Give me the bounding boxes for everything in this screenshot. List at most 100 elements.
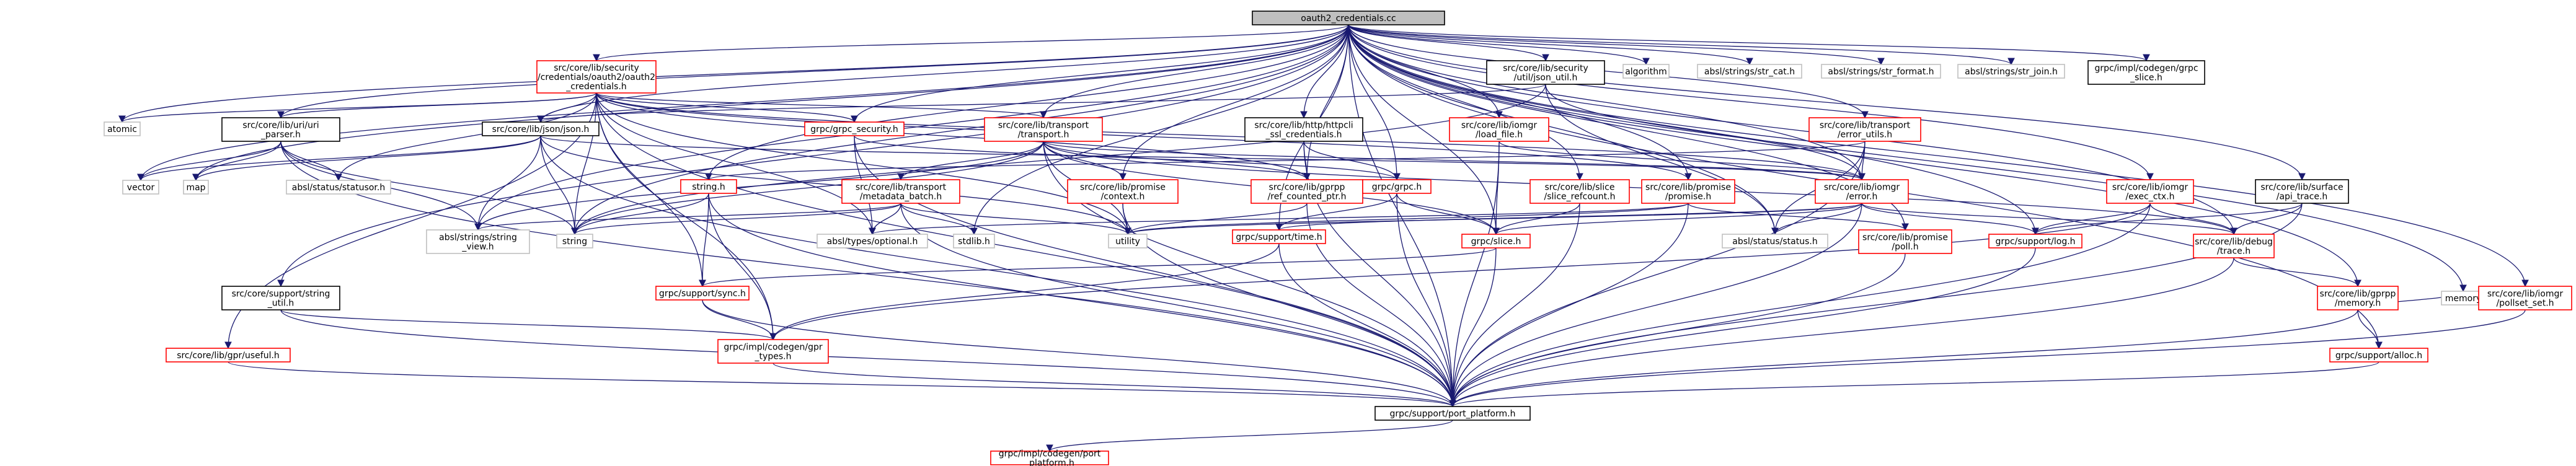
- node-refcounted[interactable]: src/core/lib/gprpp/ref_counted_ptr.h: [1250, 179, 1363, 204]
- node-gprtypes[interactable]: grpc/impl/codegen/gpr_types.h: [717, 339, 829, 364]
- node-box: [2329, 348, 2428, 363]
- edge-execctx-to-portplatform: [1449, 203, 2151, 408]
- edge-root-to-promiseh: [1348, 24, 1692, 181]
- edge-timeh-to-gprtypes: [769, 243, 1280, 341]
- node-stringh[interactable]: string.h: [680, 179, 737, 194]
- edge-grpcsecurity-to-grpch: [854, 135, 1401, 181]
- edge-root-to-transporth: [1040, 24, 1349, 119]
- node-metadatabatch[interactable]: src/core/lib/transport/metadata_batch.h: [841, 179, 960, 204]
- node-algorithm: algorithm: [1622, 64, 1670, 79]
- node-loadfile[interactable]: src/core/lib/iomgr/load_file.h: [1449, 117, 1549, 142]
- node-oauth2h[interactable]: src/core/lib/security/credentials/oauth2…: [536, 60, 657, 94]
- node-errorutils[interactable]: src/core/lib/transport/error_utils.h: [1808, 117, 1921, 142]
- edge-uriparser-to-vector: [137, 141, 281, 182]
- node-label: src/core/lib/promise: [1862, 233, 1948, 243]
- node-label: absl/strings/str_cat.h: [1704, 67, 1795, 77]
- edge-stringh-to-gprtypes: [708, 193, 777, 341]
- edge-root-to-slicerefcount: [1348, 24, 1583, 181]
- node-uriparser[interactable]: src/core/lib/uri/uri_parser.h: [221, 117, 340, 142]
- node-jsonh[interactable]: src/core/lib/json/json.h: [482, 121, 600, 136]
- node-debugtrace[interactable]: src/core/lib/debug/trace.h: [2193, 234, 2275, 258]
- node-pollsetset[interactable]: src/core/lib/iomgr/pollset_set.h: [2478, 286, 2572, 310]
- node-label: grpc/impl/codegen/port: [999, 449, 1101, 459]
- node-box: [1957, 64, 2065, 79]
- node-label: absl/status/statusor.h: [292, 183, 385, 193]
- edge-metadatabatch-to-portplatform: [900, 203, 1456, 408]
- edge-root-to-vector: [137, 24, 1349, 182]
- node-codegenport[interactable]: grpc/impl/codegen/port_platform.h: [990, 449, 1109, 466]
- node-label: src/core/lib/iomgr: [1824, 183, 1900, 193]
- node-label: src/core/support/string: [232, 289, 330, 299]
- node-apitrace[interactable]: src/core/lib/surface/api_trace.h: [2255, 179, 2349, 204]
- node-label: /exec_ctx.h: [2125, 192, 2174, 202]
- node-box: [1250, 179, 1363, 204]
- node-slicerefcount[interactable]: src/core/lib/slice/slice_refcount.h: [1529, 179, 1630, 204]
- node-pollh[interactable]: src/core/lib/promise/poll.h: [1858, 229, 1952, 254]
- node-execctx[interactable]: src/core/lib/iomgr/exec_ctx.h: [2106, 179, 2194, 204]
- node-errorh[interactable]: src/core/lib/iomgr/error.h: [1815, 179, 1909, 204]
- node-portplatform[interactable]: grpc/support/port_platform.h: [1374, 406, 1531, 421]
- edge-uriparser-to-string: [280, 141, 578, 235]
- node-memory: memory: [2441, 291, 2485, 306]
- edge-jsonutil-to-jsonh: [537, 84, 1546, 123]
- edge-errorh-to-debugtrace: [1861, 203, 2237, 235]
- node-box: [122, 180, 159, 195]
- edge-root-to-errorutils: [1348, 24, 1869, 119]
- node-label: src/core/lib/promise: [1080, 183, 1166, 193]
- node-supportstring[interactable]: src/core/support/string_util.h: [221, 286, 340, 310]
- node-grpcsecurity[interactable]: grpc/grpc_security.h: [804, 121, 905, 136]
- node-transporth[interactable]: src/core/lib/transport/transport.h: [984, 117, 1103, 142]
- node-label: absl/strings/string: [439, 233, 517, 243]
- node-box: [984, 117, 1103, 142]
- node-box: [2317, 286, 2399, 310]
- node-synch[interactable]: grpc/support/sync.h: [655, 286, 750, 301]
- node-box: [1486, 60, 1605, 85]
- node-promiseh[interactable]: src/core/lib/promise/promise.h: [1641, 179, 1735, 204]
- node-codegenslice[interactable]: grpc/impl/codegen/grpc_slice.h: [2087, 60, 2205, 85]
- node-sliceh[interactable]: grpc/slice.h: [1461, 234, 1531, 248]
- node-box: [2087, 60, 2205, 85]
- node-label: absl/status/status.h: [1732, 237, 1817, 247]
- node-label: /error_utils.h: [1838, 130, 1892, 140]
- dependency-edges: [118, 24, 2529, 452]
- node-timeh[interactable]: grpc/support/time.h: [1232, 229, 1326, 244]
- edge-grpch-to-sliceh: [1396, 193, 1500, 235]
- edge-root-to-refcounted: [1303, 24, 1349, 181]
- edge-jsonutil-to-abslstatus: [1545, 84, 1779, 235]
- node-box: [1988, 234, 2082, 248]
- node-label: grpc/grpc.h: [1372, 182, 1422, 192]
- node-box: [1067, 179, 1179, 204]
- edge-root-to-string: [571, 24, 1349, 235]
- node-atomic: atomic: [104, 121, 141, 136]
- edge-apitrace-to-debugtrace: [2230, 203, 2303, 235]
- node-label: _ssl_credentials.h: [1265, 130, 1342, 140]
- node-contexth[interactable]: src/core/lib/promise/context.h: [1067, 179, 1179, 204]
- edge-errorh-to-abslstatus: [1771, 203, 1862, 235]
- node-label: _slice.h: [2130, 73, 2162, 83]
- node-stringview: absl/strings/string_view.h: [426, 229, 530, 254]
- node-memoryh[interactable]: src/core/lib/gprpp/memory.h: [2317, 286, 2399, 310]
- edge-oauth2h-to-uriparser: [277, 92, 597, 119]
- node-label: string: [562, 237, 587, 247]
- node-strformat: absl/strings/str_format.h: [1821, 64, 1941, 79]
- node-alloch[interactable]: grpc/support/alloc.h: [2329, 348, 2428, 363]
- node-grpch[interactable]: grpc/grpc.h: [1362, 179, 1432, 194]
- edge-root-to-stringview: [474, 24, 1349, 231]
- edge-stringh-to-synch: [699, 193, 709, 288]
- edge-root-to-strjoin: [1348, 24, 2015, 66]
- node-label: src/core/lib/security: [1503, 64, 1588, 74]
- node-box: [717, 339, 829, 364]
- node-label: /ref_counted_ptr.h: [1268, 192, 1347, 202]
- node-jsonutil[interactable]: src/core/lib/security/util/json_util.h: [1486, 60, 1605, 85]
- edge-metadatabatch-to-optional: [869, 203, 901, 235]
- node-optional: absl/types/optional.h: [817, 234, 928, 248]
- edge-oauth2h-to-atomic: [118, 92, 597, 123]
- node-logh[interactable]: grpc/support/log.h: [1988, 234, 2082, 248]
- node-gprusefulh[interactable]: src/core/lib/gpr/useful.h: [166, 348, 291, 363]
- edge-execctx-to-logh: [2032, 203, 2151, 235]
- node-root[interactable]: oauth2_credentials.cc: [1252, 11, 1445, 25]
- node-httpcli[interactable]: src/core/lib/http/httpcli_ssl_credential…: [1244, 117, 1363, 142]
- node-label: grpc/support/alloc.h: [2335, 351, 2422, 361]
- node-label: /trace.h: [2217, 247, 2251, 257]
- edge-root-to-grpcsecurity: [851, 24, 1349, 123]
